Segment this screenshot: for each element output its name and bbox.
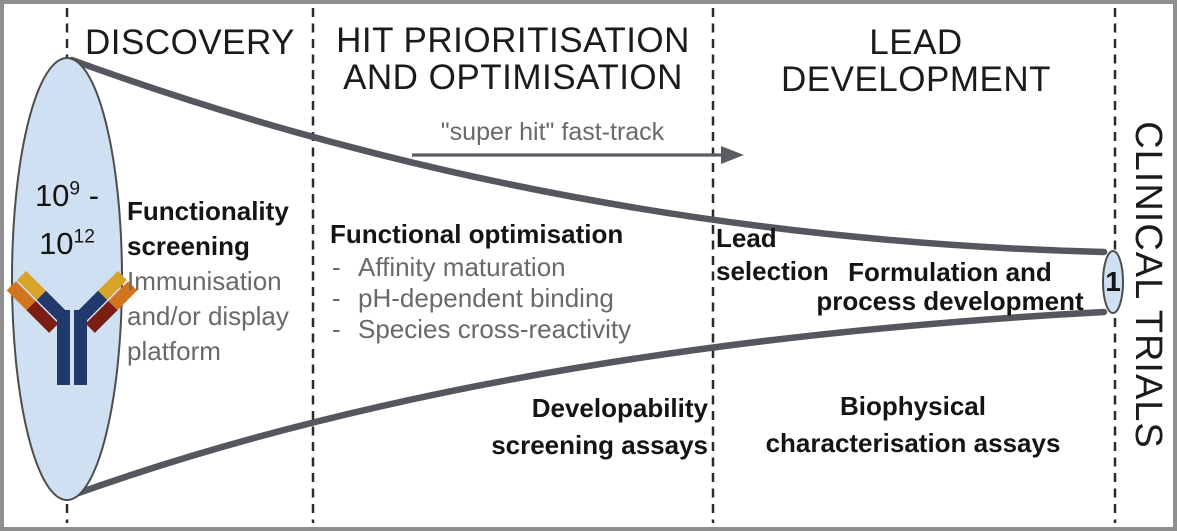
bullet-dash: -	[332, 283, 341, 313]
list-item: -Affinity maturation	[332, 252, 566, 282]
phase-title-hit-line1: HIT PRIORITISATION	[336, 21, 690, 60]
bullet-dash: -	[332, 252, 341, 282]
functionality-screening-label: Functionality screening	[127, 196, 289, 261]
developability-label: Developability screening assays	[491, 393, 708, 460]
library-size-line2: 1012	[39, 226, 95, 261]
phase-title-clinical-trials: CLINICAL TRIALS	[1127, 121, 1169, 449]
functional-optimisation-list: -Affinity maturation -pH-dependent bindi…	[332, 252, 631, 345]
antibody-icon	[6, 270, 138, 385]
funnel-top-line	[68, 56, 1108, 256]
candidate-count-label: 1	[1105, 266, 1121, 297]
formulation-label: Formulation and process development	[816, 257, 1084, 316]
bullet-dash: -	[332, 314, 341, 344]
library-size-line1: 109 -	[34, 178, 100, 213]
biophysical-label: Biophysical characterisation assays	[765, 391, 1061, 458]
funnel-bottom-line	[66, 308, 1108, 500]
candidate-ellipse	[1102, 250, 1124, 314]
phase-title-hit-prioritisation: HIT PRIORITISATION AND OPTIMISATION	[318, 22, 708, 96]
immunisation-platform-label: Immunisation and/or display platform	[127, 266, 289, 366]
library-size-label: 109 - 1012	[16, 172, 118, 268]
phase-title-discovery: DISCOVERY	[84, 23, 296, 62]
fast-track-arrow	[412, 146, 744, 164]
phase-title-lead-development: LEAD DEVELOPMENT	[726, 24, 1106, 98]
phase-title-lead-line1: LEAD	[869, 23, 963, 62]
functional-optimisation-title: Functional optimisation	[330, 219, 624, 249]
fast-track-label: "super hit" fast-track	[440, 118, 665, 146]
lead-selection-label: Lead selection	[716, 223, 829, 286]
list-item: -pH-dependent binding	[332, 283, 614, 313]
phase-title-lead-line2: DEVELOPMENT	[781, 60, 1051, 99]
list-item: -Species cross-reactivity	[332, 314, 632, 344]
phase-title-hit-line2: AND OPTIMISATION	[343, 58, 683, 97]
